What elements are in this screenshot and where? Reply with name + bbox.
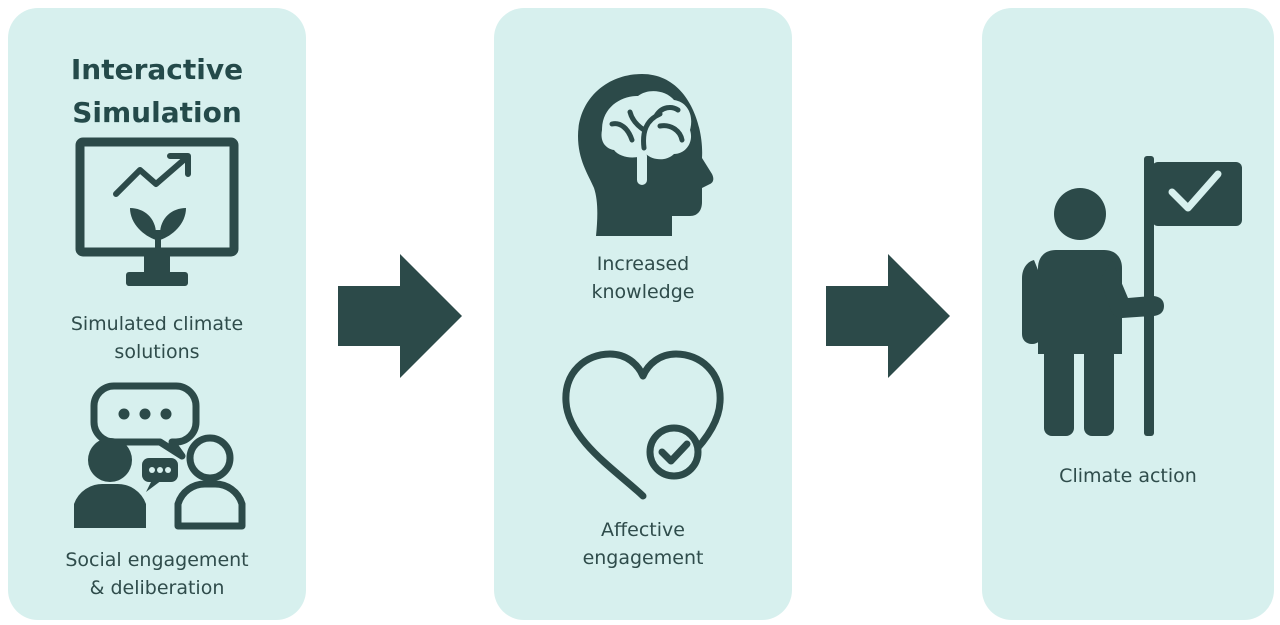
stage-panel-interactive-simulation: Interactive Simulation Simulated climate… (8, 8, 306, 620)
item-label: Increased knowledge (591, 253, 695, 303)
people-conversation-icon (74, 382, 246, 530)
heart-check-icon (562, 350, 724, 500)
panel-heading: Interactive Simulation (70, 53, 244, 129)
right-arrow-icon (826, 254, 950, 378)
item-label: Social engagement & deliberation (65, 549, 249, 599)
item-label: Climate action (1059, 465, 1197, 487)
person-flag-check-icon (1022, 156, 1242, 436)
item-label: Simulated climate solutions (70, 313, 244, 363)
right-arrow-icon (338, 254, 462, 378)
brain-head-icon (578, 74, 714, 236)
stage-panel-climate-action: Climate action (982, 8, 1274, 620)
monitor-growth-icon (75, 137, 239, 286)
item-label: Affective engagement (582, 519, 704, 569)
stage-panel-outcomes: Increased knowledge Affective engagement (494, 8, 792, 620)
